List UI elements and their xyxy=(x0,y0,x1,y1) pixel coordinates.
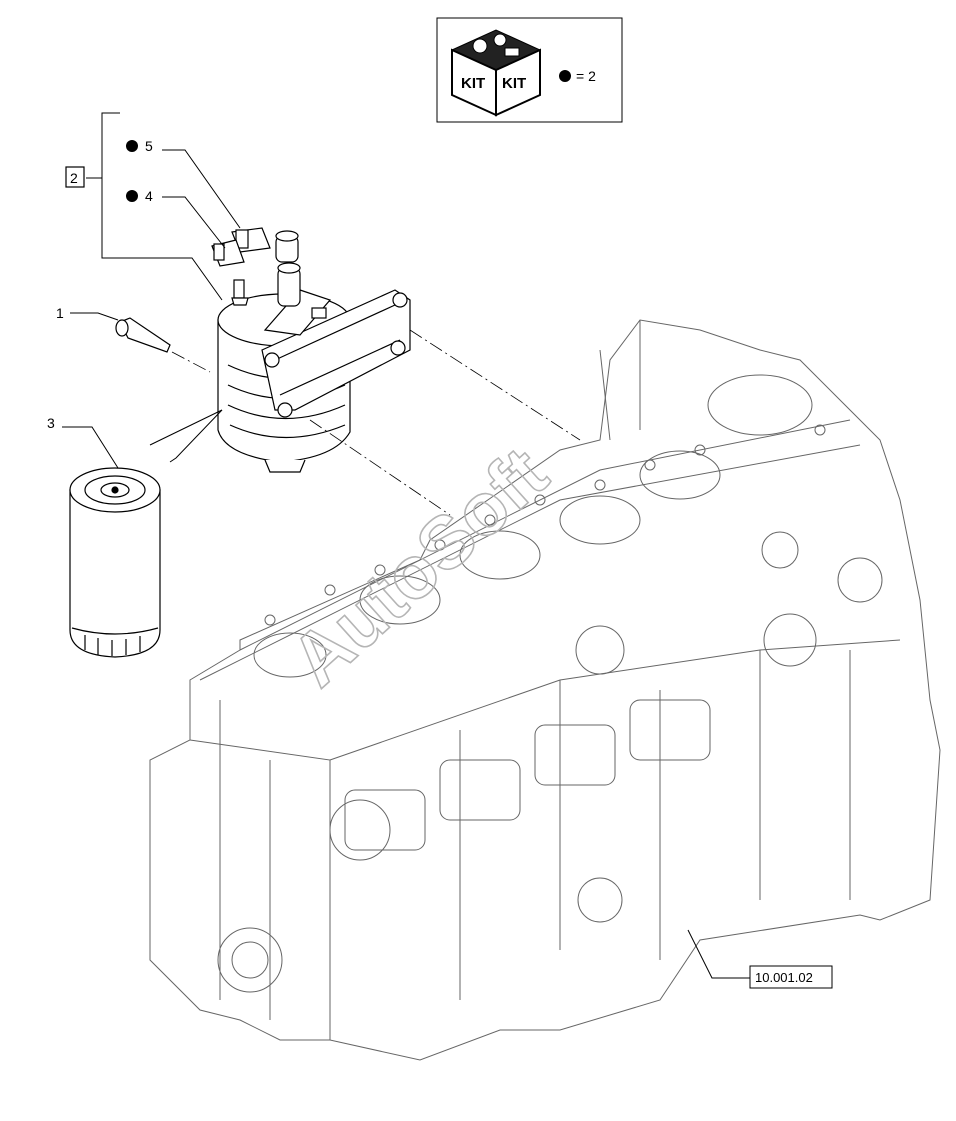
reference-box xyxy=(749,965,833,989)
callout-2: 2 xyxy=(70,170,78,186)
kit-text-left: KIT xyxy=(461,75,485,92)
kit-bullet-icon xyxy=(559,70,571,82)
engine-block-drawing xyxy=(149,319,941,1061)
leader-lines xyxy=(62,112,750,979)
kit-legend: KIT KIT = 2 xyxy=(436,17,623,123)
kit-bullet-icon xyxy=(126,190,138,202)
kit-quantity: = 2 xyxy=(576,68,596,84)
reference-label[interactable]: 10.001.02 xyxy=(755,970,813,985)
kit-legend-frame xyxy=(436,17,623,123)
callout-5: 5 xyxy=(145,138,153,154)
watermark: AutoSoft xyxy=(275,431,563,702)
filter-head-assembly xyxy=(211,227,411,473)
bolt-part xyxy=(115,317,171,353)
callout-2-box xyxy=(65,166,85,188)
filter-cartridge-part xyxy=(69,467,161,658)
callout-1: 1 xyxy=(56,305,64,321)
callout-4: 4 xyxy=(145,188,153,204)
kit-text-right: KIT xyxy=(502,75,526,92)
callouts: 5 4 2 1 3 10.001.02 xyxy=(47,138,833,989)
kit-box-icon: KIT KIT xyxy=(450,29,542,117)
kit-bullet-icon xyxy=(126,140,138,152)
callout-3: 3 xyxy=(47,415,55,431)
